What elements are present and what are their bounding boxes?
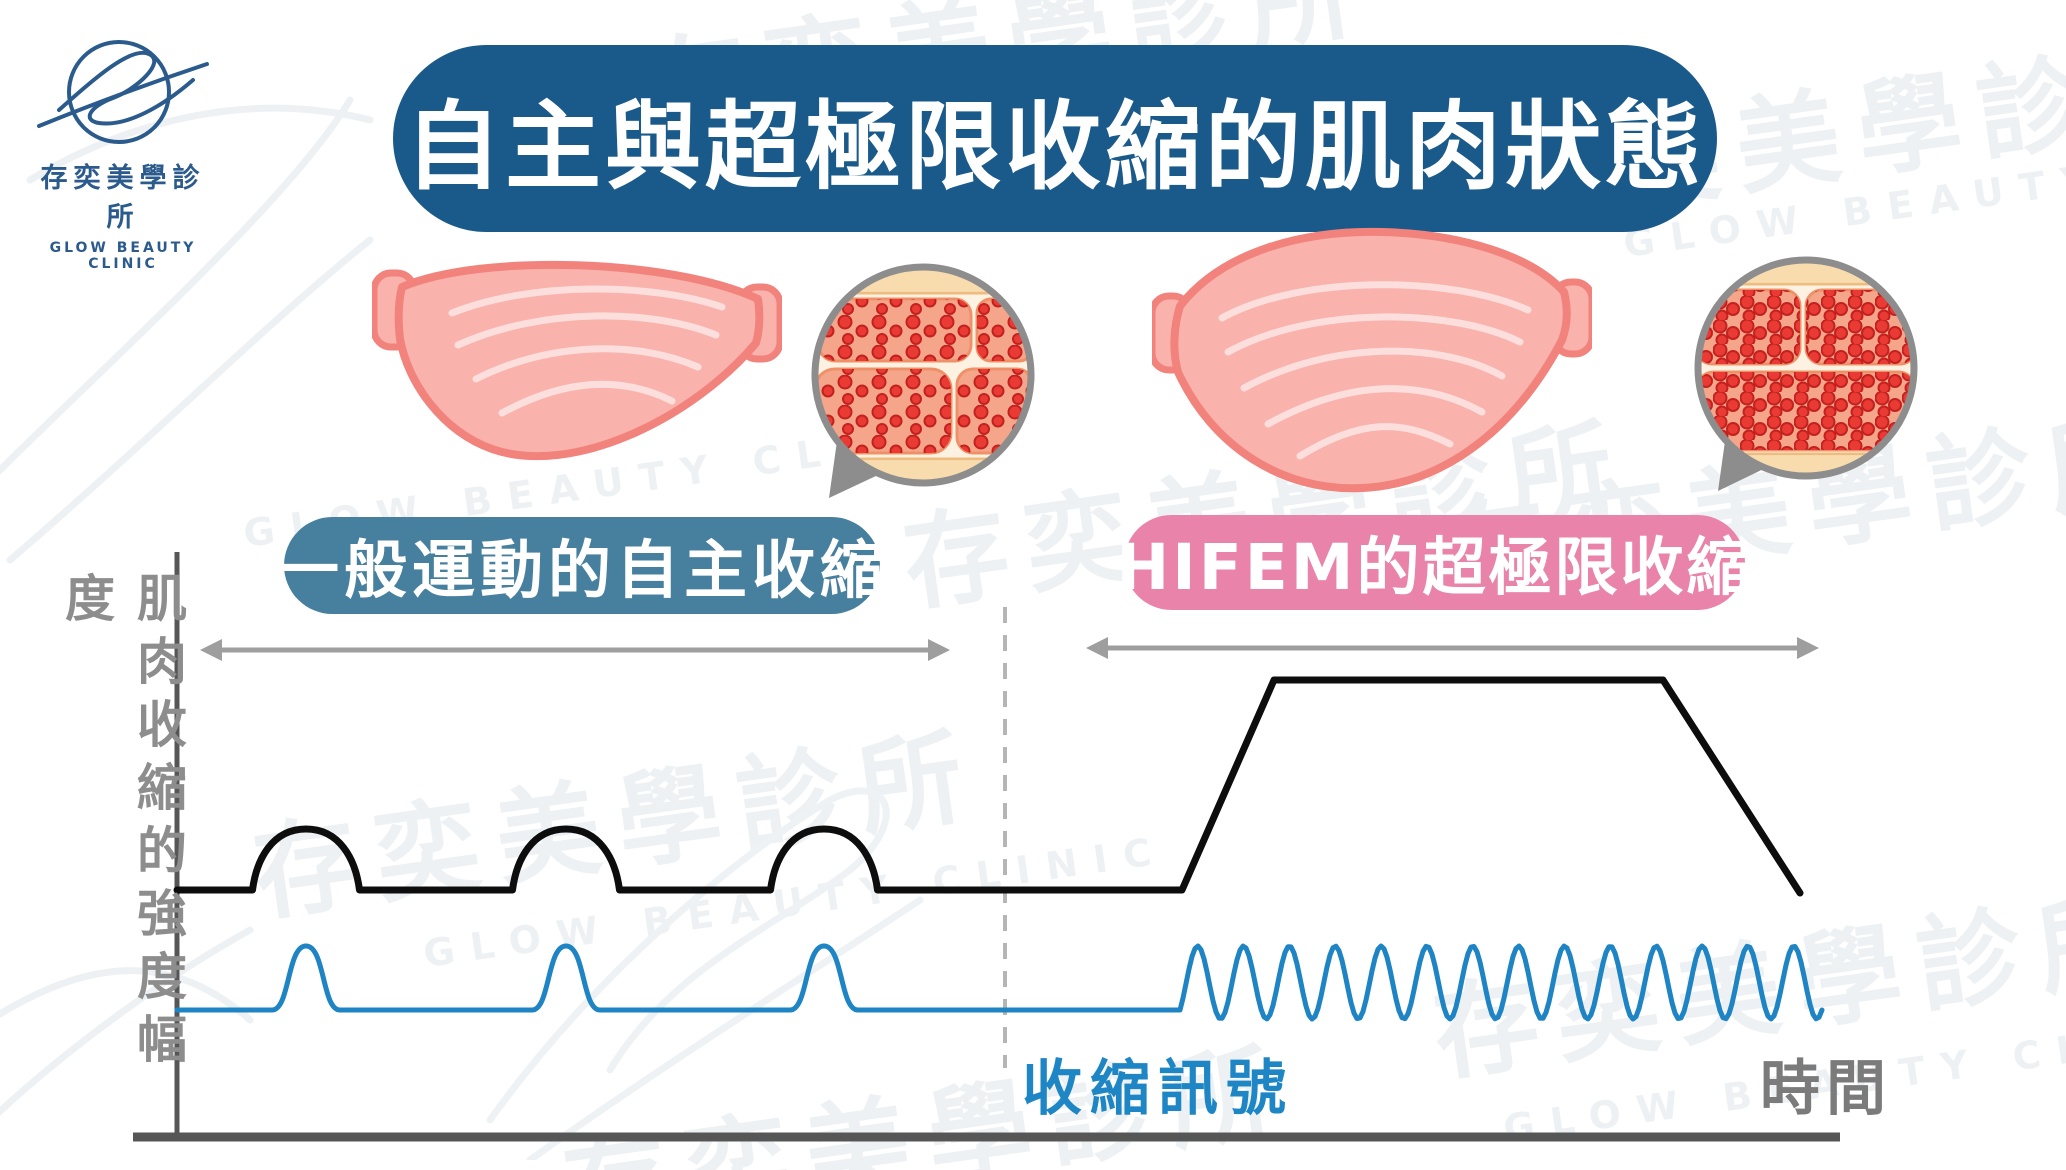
muscle-intensity-curve bbox=[173, 676, 1804, 897]
muscle-fiber-inset-right bbox=[1694, 256, 1918, 491]
watermark-swirl-icon bbox=[486, 787, 924, 1160]
swan-swirl-logo-icon bbox=[37, 40, 209, 144]
arrow-part bbox=[200, 639, 222, 661]
arrow-part bbox=[928, 639, 950, 661]
signal-label: 收縮訊號 bbox=[1022, 1054, 1294, 1124]
contraction-signal-curve bbox=[174, 943, 1825, 1022]
region-label-voluntary: 一般運動的自主收縮 bbox=[276, 517, 883, 614]
x-axis-label: 時間 bbox=[1760, 1054, 1892, 1124]
clinic-name-cjk: 存奕美學診所 bbox=[40, 163, 206, 233]
watermark-swirl-icon bbox=[0, 96, 374, 564]
right-region-span-arrow bbox=[1086, 637, 1819, 659]
title-banner: 自主與超極限收縮的肌肉狀態 bbox=[393, 45, 1717, 232]
relaxed-muscle-illustration bbox=[372, 260, 782, 461]
arrow-part bbox=[1086, 637, 1108, 659]
muscle-striations bbox=[448, 285, 726, 417]
clinic-name-en: GLOW BEAUTY CLINIC bbox=[49, 240, 197, 272]
clinic-logo: 存奕美學診所 GLOW BEAUTY CLINIC bbox=[28, 26, 218, 272]
contracted-muscle-illustration bbox=[1152, 227, 1592, 493]
region-label-hifem: HIFEM的超極限收縮 bbox=[1117, 515, 1749, 610]
muscle-striations bbox=[1218, 281, 1532, 460]
watermark-swirl-icon bbox=[0, 926, 254, 1117]
bubble-tail bbox=[829, 441, 895, 498]
fiber-bundles bbox=[1699, 288, 1913, 452]
page-title: 自主與超極限收縮的肌肉狀態 bbox=[405, 91, 1705, 203]
y-axis-label: 肌肉收縮的強度幅度 bbox=[57, 572, 187, 1076]
muscle-fiber-inset-left bbox=[811, 263, 1035, 498]
arrow-part bbox=[1797, 637, 1819, 659]
left-region-span-arrow bbox=[200, 639, 950, 661]
